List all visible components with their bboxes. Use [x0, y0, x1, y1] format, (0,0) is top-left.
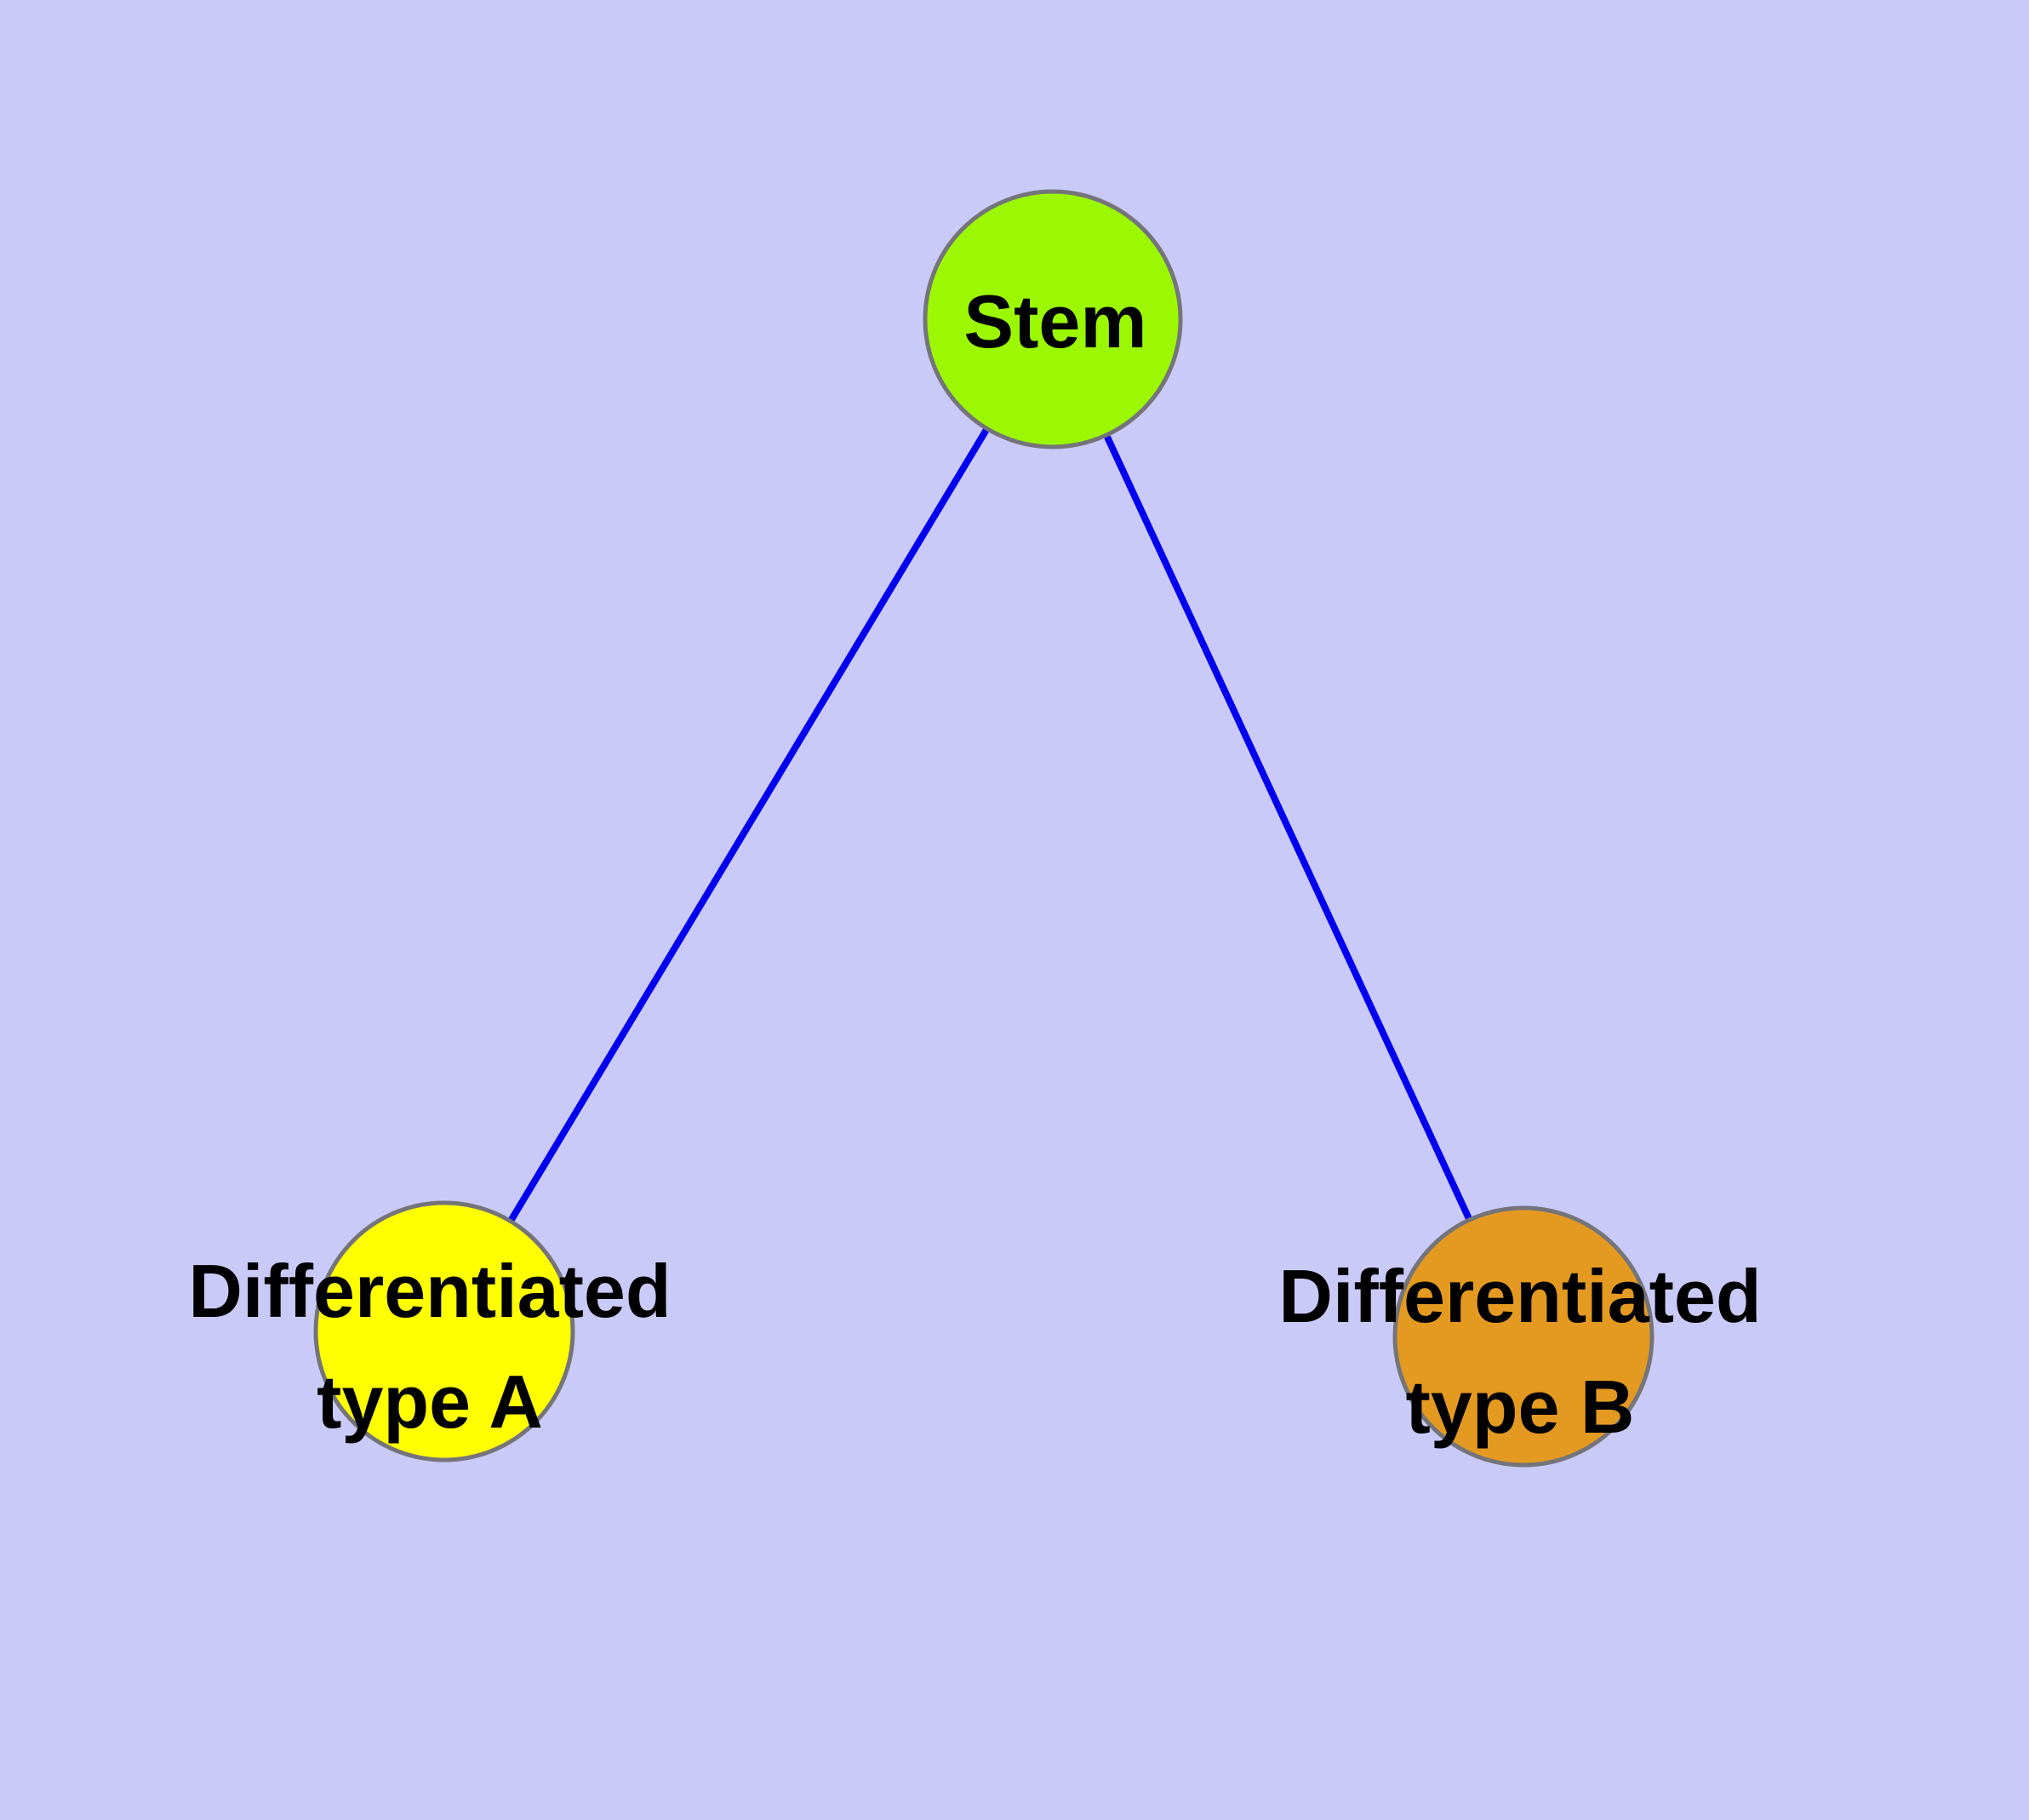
type-b-node-label-line2: type B — [1406, 1365, 1635, 1449]
node-stem: Stem — [923, 189, 1183, 449]
type-b-node-circle — [1392, 1205, 1655, 1468]
node-differentiated-type-b: Differentiated type B — [1278, 1205, 1762, 1468]
type-a-node-label-line2: type A — [317, 1359, 543, 1444]
node-differentiated-type-a: Differentiated type A — [188, 1200, 672, 1462]
type-a-node-circle — [313, 1200, 575, 1462]
edge-stem-to-type-a — [441, 317, 1056, 1334]
edge-stem-to-type-b — [1049, 318, 1527, 1338]
edges — [441, 317, 1527, 1338]
stem-node-circle — [923, 189, 1183, 449]
type-a-node-label-line1: Differentiated — [188, 1249, 671, 1333]
type-b-node-label-line1: Differentiated — [1278, 1254, 1761, 1338]
stem-node-label: Stem — [963, 279, 1146, 363]
